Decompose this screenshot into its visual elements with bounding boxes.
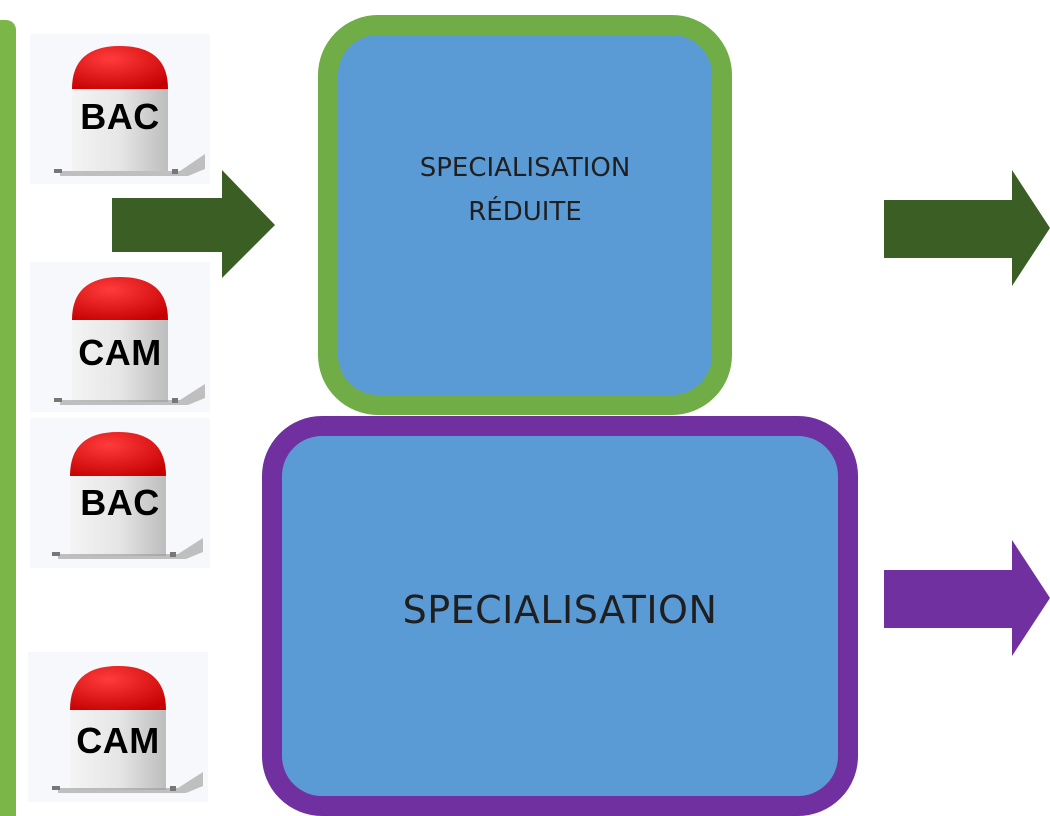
output-arrow-purple-icon: [884, 540, 1050, 656]
milestone-stone-icon: [30, 34, 210, 184]
input-arrow-icon: [112, 170, 275, 278]
output-arrow-green-icon: [884, 170, 1050, 286]
specialisation-reduite-box: SPECIALISATION RÉDUITE: [318, 15, 732, 415]
specialisation-box: SPECIALISATION: [262, 416, 858, 816]
specialisation-label: SPECIALISATION: [402, 588, 718, 632]
milestone-label: CAM: [76, 720, 160, 761]
milestone-stone-icon: [30, 262, 210, 412]
milestone-label: BAC: [80, 482, 160, 523]
milestone-marker-bac-1: BAC: [30, 34, 210, 184]
milestone-label: BAC: [80, 96, 160, 137]
milestone-label: CAM: [78, 332, 162, 373]
milestone-marker-cam-1: CAM: [30, 262, 210, 412]
milestone-marker-cam-2: CAM: [28, 652, 208, 802]
milestone-stone-icon: [30, 418, 210, 568]
milestone-marker-bac-2: BAC: [30, 418, 210, 568]
specialisation-reduite-label: SPECIALISATION RÉDUITE: [419, 153, 631, 227]
milestone-stone-icon: [28, 652, 208, 802]
left-green-bracket: [0, 20, 16, 816]
